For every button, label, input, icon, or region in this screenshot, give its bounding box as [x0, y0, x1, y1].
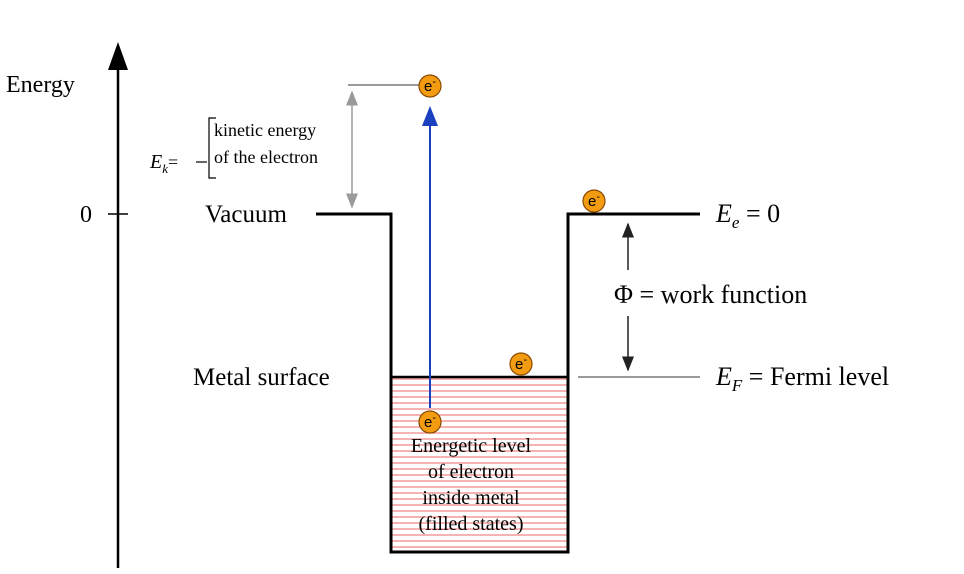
svg-text:e-: e- — [424, 412, 436, 431]
svg-text:e-: e- — [515, 354, 527, 373]
electron-icon — [418, 410, 442, 434]
ek-subscript: k — [162, 161, 168, 176]
axis-label: Energy — [6, 72, 75, 98]
ek-line1: kinetic energy — [214, 120, 316, 140]
electron-vacuum: e- — [582, 189, 606, 213]
svg-text:Ek=: Ek= — [149, 151, 178, 176]
filled-states — [391, 376, 568, 552]
electron-icon — [509, 352, 533, 376]
electron-fermi: e- — [509, 352, 533, 376]
ek-equals: = — [168, 152, 178, 172]
vacuum-label: Vacuum — [205, 201, 287, 228]
axis-arrowhead-icon — [108, 42, 128, 70]
zero-tick-label: 0 — [80, 202, 92, 228]
well-line1: Energetic level — [411, 435, 532, 457]
potential-well — [316, 212, 700, 554]
electron-icon — [418, 74, 442, 98]
ef-label: EF = Fermi level — [715, 362, 889, 395]
kinetic-energy-label: Ek= kinetic energy of the electron — [149, 117, 318, 179]
electron-emitted: e- — [418, 74, 442, 98]
work-function-label: Φ = work function — [614, 280, 807, 309]
well-line3: inside metal — [422, 487, 520, 509]
metal-surface-label: Metal surface — [193, 364, 330, 391]
svg-text:e-: e- — [588, 191, 600, 210]
ek-line2: of the electron — [214, 147, 318, 167]
well-text: Energetic level of electron inside metal… — [411, 435, 532, 535]
well-line4: (filled states) — [419, 513, 524, 535]
electron-icon — [582, 189, 606, 213]
well-line2: of electron — [428, 461, 514, 483]
bracket-icon — [208, 117, 216, 179]
ek-symbol: E — [149, 151, 162, 173]
electron-inside: e- — [418, 410, 442, 434]
ee-label: Ee = 0 — [715, 199, 780, 232]
svg-text:e-: e- — [424, 76, 436, 95]
energy-axis — [108, 42, 128, 568]
